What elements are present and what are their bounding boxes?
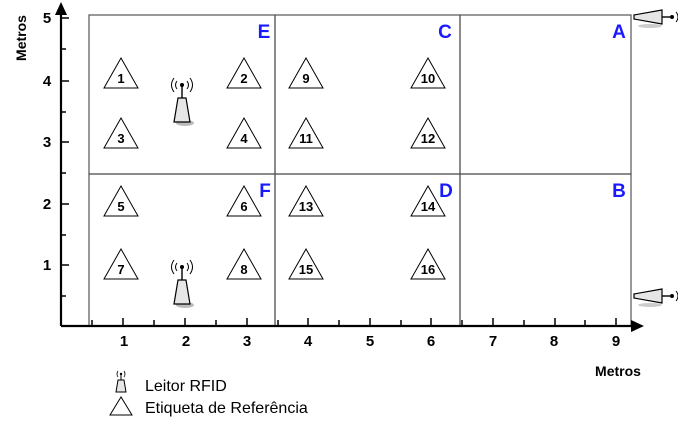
tag-label: 7 — [117, 262, 124, 277]
triangle-icon — [103, 184, 139, 217]
triangle-icon — [109, 396, 133, 416]
x-ticks — [91, 318, 617, 326]
tag-label: 1 — [117, 71, 124, 86]
triangle-icon — [103, 247, 139, 280]
y-ticks — [61, 17, 69, 297]
tag-label: 2 — [240, 71, 247, 86]
triangle-icon — [103, 56, 139, 89]
triangle-icon — [410, 56, 446, 89]
x-tick-label: 7 — [489, 333, 497, 350]
reference-tags — [103, 56, 446, 280]
region-label-f: F — [259, 181, 271, 202]
triangle-icon — [288, 247, 324, 280]
tag-label: 5 — [117, 199, 124, 214]
region-label-a: A — [612, 22, 626, 43]
region-frame-c — [274, 14, 461, 175]
tag-label: 13 — [299, 199, 313, 214]
tag-label: 6 — [240, 199, 247, 214]
antenna-icon — [633, 9, 678, 28]
y-axis-arrow-icon — [55, 2, 67, 15]
triangle-icon — [410, 184, 446, 217]
tag-label: 8 — [240, 262, 247, 277]
region-frame-b — [459, 173, 632, 327]
triangle-icon — [226, 247, 262, 280]
tag-label: 4 — [240, 131, 248, 146]
triangle-icon — [410, 247, 446, 280]
tag-label: 14 — [421, 199, 436, 214]
tag-label: 3 — [117, 131, 124, 146]
triangle-icon — [288, 56, 324, 89]
y-tick-label: 1 — [43, 257, 51, 274]
tag-labels: 1 2 3 4 5 6 7 8 9 10 11 12 13 14 15 16 — [117, 71, 436, 277]
grid-frames — [88, 14, 632, 327]
legend-reader-label: Leitor RFID — [145, 378, 227, 395]
x-tick-label: 8 — [550, 333, 558, 350]
rfid-reader-icon — [171, 259, 194, 308]
triangle-icon — [410, 116, 446, 149]
region-label-c: C — [438, 22, 452, 43]
x-tick-label: 2 — [182, 333, 190, 350]
x-tick-label: 6 — [427, 333, 435, 350]
region-label-e: E — [258, 22, 271, 43]
legend: Leitor RFID Etiqueta de Referência — [109, 370, 308, 417]
region-label-b: B — [612, 181, 626, 202]
triangle-icon — [226, 56, 262, 89]
antenna-icon — [633, 288, 678, 307]
axes — [59, 14, 631, 328]
y-axis-title: Metros — [13, 15, 29, 61]
triangle-icon — [288, 184, 324, 217]
tag-label: 16 — [421, 262, 435, 277]
y-tick-label: 5 — [43, 10, 51, 27]
y-tick-label: 3 — [43, 134, 51, 151]
legend-tag-label: Etiqueta de Referência — [145, 400, 308, 417]
y-tick-label: 4 — [43, 73, 52, 90]
x-tick-label: 3 — [243, 333, 251, 350]
y-tick-label: 2 — [43, 196, 51, 213]
tag-label: 11 — [299, 131, 313, 146]
x-tick-label: 5 — [366, 333, 374, 350]
tag-label: 12 — [421, 131, 435, 146]
triangle-icon — [226, 184, 262, 217]
x-axis-arrow-icon — [631, 320, 644, 332]
triangle-icon — [226, 116, 262, 149]
triangle-icon — [103, 116, 139, 149]
x-tick-label: 9 — [612, 333, 620, 350]
tag-label: 15 — [299, 262, 313, 277]
region-label-d: D — [439, 181, 453, 202]
triangle-icon — [288, 116, 324, 149]
rfid-reader-icon — [115, 370, 127, 393]
tag-label: 10 — [421, 71, 435, 86]
rfid-reader-icon — [171, 77, 194, 126]
x-tick-label: 1 — [120, 333, 128, 350]
tag-label: 9 — [302, 71, 309, 86]
x-axis-title: Metros — [595, 363, 641, 379]
x-tick-label: 4 — [304, 333, 313, 350]
region-frame-a — [459, 14, 632, 175]
